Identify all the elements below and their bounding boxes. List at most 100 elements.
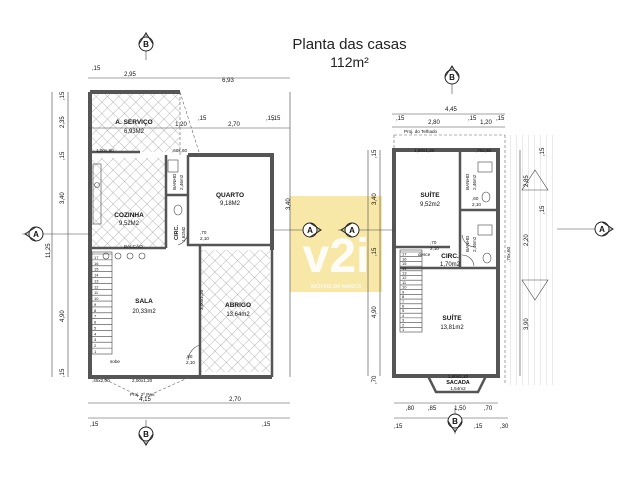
dim-up-340: 3,40 [372, 193, 378, 205]
ground-step-number: 13 [94, 278, 99, 283]
section-marker-b-bottom-ground: B [138, 420, 154, 446]
watermark-logo: v2i IMÓVEIS EM MARICÁ [290, 196, 382, 292]
watermark-caption: IMÓVEIS EM MARICÁ [311, 283, 362, 290]
upper-step-number: 4 [402, 313, 405, 318]
open-60x60: ,60x,60 [172, 148, 188, 153]
roof-dim-15a: ,15 [540, 147, 546, 156]
dim-left-235: 2,35 [60, 116, 66, 128]
dim-top-270: 2,70 [228, 122, 240, 128]
open-150x120: 1,50x1,20 [414, 148, 435, 153]
upper-step-number: 3 [402, 318, 405, 323]
ground-step-number: 9 [94, 302, 97, 307]
upper-step-number: 9 [402, 289, 405, 294]
roof-dim-15b: ,15 [540, 205, 546, 214]
section-marker-a-right-ground: A [272, 222, 322, 238]
open-80-s: ,80 [186, 354, 193, 359]
open-340-r: 3,40 [286, 198, 292, 210]
upper-step-number: 5 [402, 308, 405, 313]
svg-text:B: B [452, 417, 458, 426]
open-210-c: 2,10 [430, 246, 439, 251]
roof-dim-390: 3,90 [524, 318, 530, 330]
sacada-dim: 1,60x2,10 [448, 374, 469, 379]
upper-step-number: 15 [402, 261, 407, 266]
upper-step-number: 11 [402, 280, 407, 285]
svg-text:A: A [599, 225, 605, 234]
room-cozinha-name: COZINHA [114, 212, 144, 219]
dim-up-490: 4,90 [372, 306, 378, 318]
room-banho-area: 2,46m2 [179, 174, 184, 190]
open-200x120: 2,00x1,20 [132, 378, 153, 383]
dim-up-15a: ,15 [396, 116, 405, 122]
dim-up-bot-15a: ,15 [394, 424, 403, 430]
open-70-q: ,70 [200, 230, 207, 235]
dim-up-bot-80: ,80 [406, 406, 415, 412]
dim-left-1125: 11,25 [46, 243, 52, 258]
ground-step-number: 12 [94, 284, 99, 289]
room-banho1-area: 2,46m2 [472, 174, 477, 190]
room-suite2-area: 13,81m2 [440, 325, 464, 331]
dim-up-left-15b: ,15 [372, 247, 378, 256]
open-15-r: ,15 [272, 116, 281, 122]
ground-step-number: 17 [94, 255, 99, 260]
dim-up-bot-85: ,85 [428, 406, 437, 412]
svg-text:B: B [449, 73, 455, 82]
section-marker-b-top-upper: B [444, 65, 460, 94]
roof-dim-220: 2,20 [524, 234, 530, 246]
dim-bottom-415: 4,15 [139, 397, 151, 403]
room-banho1-name: BANHO [465, 173, 470, 190]
upper-step-number: 1 [402, 327, 405, 332]
dim-up-bot-70: ,70 [484, 406, 493, 412]
room-circ-area: 1,62M2 [181, 226, 186, 242]
roof-dim-285: 2,85 [524, 175, 530, 187]
upper-step-number: 13 [402, 271, 407, 276]
dim-left-15b: ,15 [60, 151, 66, 160]
section-marker-a-left-ground: A [22, 226, 90, 242]
dim-left-15c: ,15 [60, 368, 66, 377]
room-sacada-area: 1,54m2 [450, 386, 466, 391]
upper-step-number: 12 [402, 275, 407, 280]
ground-step-number: 11 [94, 290, 99, 295]
upper-step-number: 17 [402, 252, 407, 257]
dim-up-bot-150: 1,50 [454, 406, 466, 412]
open-60-b: ,60 [472, 196, 479, 201]
dim-up-15c: ,15 [496, 116, 505, 122]
room-quarto-area: 9,18M2 [220, 201, 241, 207]
room-banho-name: BANHO [172, 173, 177, 190]
label-desce: desce [418, 252, 431, 257]
label-proj-2pav: Proj. 2º Pav. [130, 392, 155, 397]
label-sobe: sobe [110, 359, 120, 364]
room-suite1-name: SUÍTE [420, 190, 440, 199]
dim-left-15a: ,15 [60, 91, 66, 100]
dim-top-15a: ,15 [92, 66, 101, 72]
room-suite1-area: 9,52m2 [420, 202, 441, 208]
room-suite2-name: SUÍTE [442, 313, 462, 322]
upper-step-number: 8 [402, 294, 405, 299]
room-banho2-area: 2,46m2 [472, 236, 477, 252]
room-cozinha-area: 9,52M2 [119, 221, 140, 227]
svg-text:A: A [349, 226, 355, 235]
dim-left-490: 4,90 [60, 310, 66, 322]
upper-step-number: 2 [402, 322, 405, 327]
dim-top-693: 6,93 [222, 78, 234, 84]
dim-up-15b: ,15 [468, 116, 477, 122]
ground-step-number: 2 [94, 343, 97, 348]
ground-step-number: 6 [94, 320, 97, 325]
room-circ-up-area: 1,70m2 [440, 262, 461, 268]
dim-bottom-15a: ,15 [90, 422, 99, 428]
open-70-c: ,70 [430, 240, 437, 245]
label-balcao: BALCÃO [124, 243, 143, 249]
dim-up-left-70: ,70 [372, 375, 378, 384]
svg-text:A: A [33, 230, 39, 239]
open-210-b: 2,10 [472, 202, 481, 207]
room-sacada-name: SACADA [446, 380, 470, 386]
open-70x60-a: ,70x,60 [476, 148, 492, 153]
open-210-s: 2,10 [186, 360, 195, 365]
dim-top-295: 2,95 [124, 72, 136, 78]
sheet-title: Planta das casas [292, 36, 407, 53]
svg-text:B: B [143, 40, 149, 49]
